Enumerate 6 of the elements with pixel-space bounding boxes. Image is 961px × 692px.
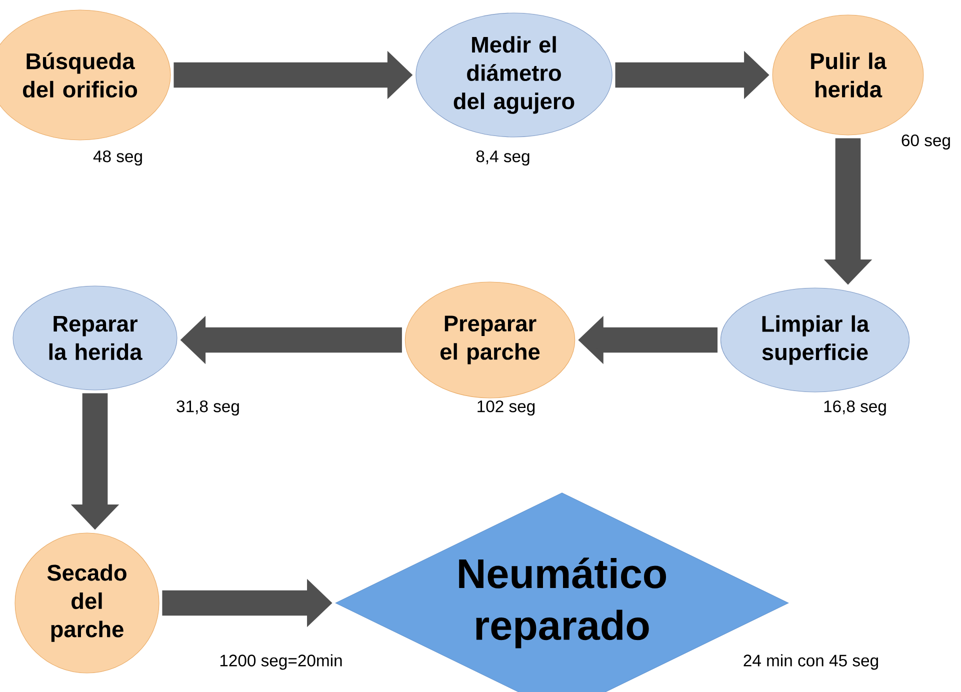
- duration-label: 60 seg: [902, 134, 950, 150]
- duration-label: 48 seg: [93, 150, 142, 166]
- duration-label: 16,8 seg: [824, 400, 886, 416]
- duration-label: 31,8 seg: [176, 400, 239, 416]
- duration-label: 102 seg: [478, 400, 535, 416]
- duration-label: 8,4 seg: [476, 150, 530, 166]
